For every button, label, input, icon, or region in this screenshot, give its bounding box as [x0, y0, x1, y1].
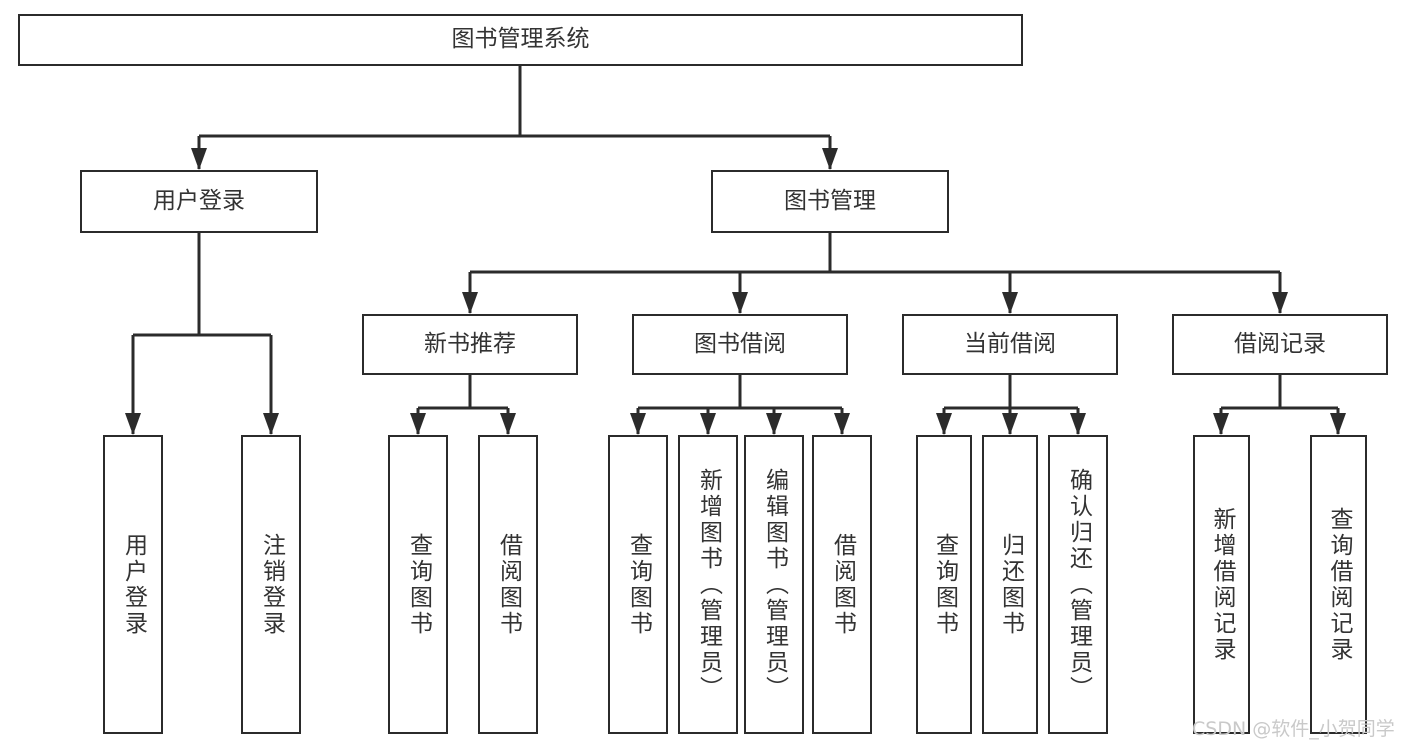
node-label-leaf-rec-query: 查询图书 — [405, 532, 432, 637]
node-book-borrow[interactable]: 图书借阅 — [632, 314, 848, 375]
node-new-book-rec[interactable]: 新书推荐 — [362, 314, 578, 375]
node-leaf-cb-return[interactable]: 归还图书 — [982, 435, 1038, 734]
node-current-borrow[interactable]: 当前借阅 — [902, 314, 1118, 375]
arrow-head-current-children-1 — [1002, 413, 1018, 435]
node-user-login[interactable]: 用户登录 — [80, 170, 318, 233]
arrow-head-record-children-0 — [1213, 413, 1229, 435]
node-leaf-rec-borrow[interactable]: 借阅图书 — [478, 435, 538, 734]
arrow-head-manage-children-3 — [1272, 292, 1288, 314]
arrow-head-borrow-children-0 — [630, 413, 646, 435]
node-label-leaf-bb-query: 查询图书 — [625, 532, 652, 637]
node-label-leaf-cb-return: 归还图书 — [997, 532, 1024, 637]
arrow-head-borrow-children-3 — [834, 413, 850, 435]
arrow-head-record-children-1 — [1330, 413, 1346, 435]
arrow-head-manage-children-0 — [462, 292, 478, 314]
arrow-head-rec-children-0 — [410, 413, 426, 435]
arrow-head-current-children-0 — [936, 413, 952, 435]
arrow-head-root-to-level1-0 — [191, 148, 207, 170]
node-label-leaf-cb-confirm: 确认归还（管理员） — [1065, 467, 1092, 702]
node-book-manage[interactable]: 图书管理 — [711, 170, 949, 233]
arrow-head-current-children-2 — [1070, 413, 1086, 435]
node-label-leaf-br-add: 新增借阅记录 — [1209, 506, 1235, 663]
node-root[interactable]: 图书管理系统 — [18, 14, 1023, 66]
node-label-root: 图书管理系统 — [451, 26, 590, 53]
node-leaf-bb-borrow[interactable]: 借阅图书 — [812, 435, 872, 734]
node-leaf-br-query[interactable]: 查询借阅记录 — [1310, 435, 1367, 734]
node-label-current-borrow: 当前借阅 — [964, 330, 1056, 357]
node-leaf-bb-edit[interactable]: 编辑图书（管理员） — [744, 435, 804, 734]
node-label-book-borrow: 图书借阅 — [694, 330, 786, 357]
node-leaf-cb-query[interactable]: 查询图书 — [916, 435, 972, 734]
node-label-leaf-rec-borrow: 借阅图书 — [495, 532, 522, 637]
arrow-head-borrow-children-1 — [700, 413, 716, 435]
node-label-borrow-record: 借阅记录 — [1234, 330, 1326, 357]
node-borrow-record[interactable]: 借阅记录 — [1172, 314, 1388, 375]
node-leaf-bb-add[interactable]: 新增图书（管理员） — [678, 435, 738, 734]
node-label-leaf-bb-borrow: 借阅图书 — [829, 532, 856, 637]
node-leaf-rec-query[interactable]: 查询图书 — [388, 435, 448, 734]
node-label-leaf-cb-query: 查询图书 — [931, 532, 958, 637]
arrow-head-manage-children-2 — [1002, 292, 1018, 314]
arrow-head-borrow-children-2 — [766, 413, 782, 435]
node-leaf-bb-query[interactable]: 查询图书 — [608, 435, 668, 734]
node-label-leaf-user-logout: 注销登录 — [258, 532, 285, 637]
node-leaf-br-add[interactable]: 新增借阅记录 — [1193, 435, 1250, 734]
node-label-new-book-rec: 新书推荐 — [424, 330, 516, 357]
node-label-leaf-user-login: 用户登录 — [120, 532, 147, 637]
arrow-head-login-children-1 — [263, 413, 279, 435]
arrow-head-login-children-0 — [125, 413, 141, 435]
arrow-head-manage-children-1 — [732, 292, 748, 314]
node-label-leaf-bb-edit: 编辑图书（管理员） — [761, 467, 788, 702]
node-label-leaf-bb-add: 新增图书（管理员） — [695, 467, 722, 702]
node-leaf-user-logout[interactable]: 注销登录 — [241, 435, 301, 734]
node-leaf-cb-confirm[interactable]: 确认归还（管理员） — [1048, 435, 1108, 734]
node-label-user-login: 用户登录 — [153, 187, 245, 214]
node-leaf-user-login[interactable]: 用户登录 — [103, 435, 163, 734]
node-label-book-manage: 图书管理 — [784, 187, 876, 214]
arrow-head-root-to-level1-1 — [822, 148, 838, 170]
node-label-leaf-br-query: 查询借阅记录 — [1326, 506, 1352, 663]
arrow-head-rec-children-1 — [500, 413, 516, 435]
